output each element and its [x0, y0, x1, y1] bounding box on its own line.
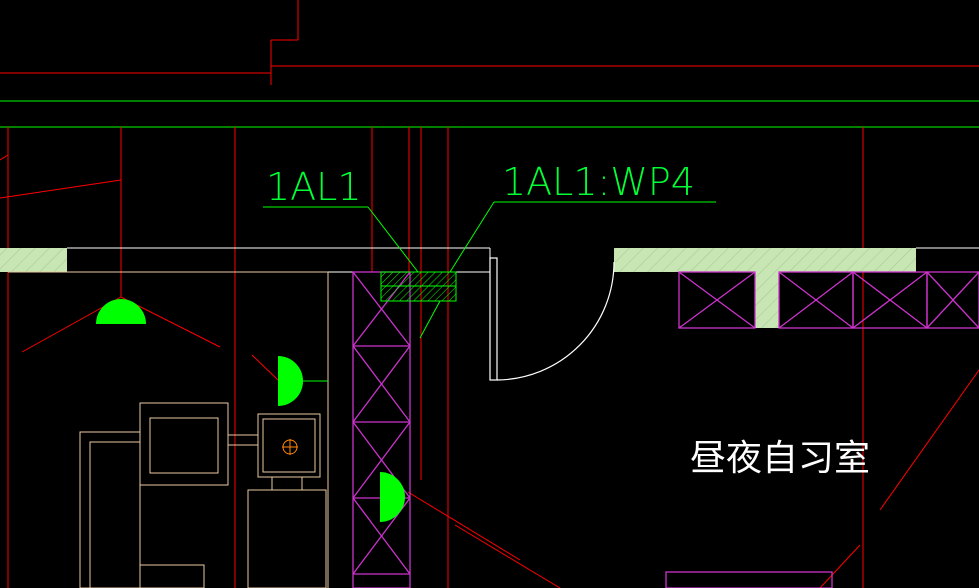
red-wiring-lines	[0, 127, 979, 588]
door-swing-icon	[489, 257, 615, 381]
wall-lamp-icon-2	[380, 472, 405, 522]
distribution-panel-icon	[380, 271, 457, 302]
room-name-label: 昼夜自习室	[690, 438, 870, 479]
top-boundary-lines	[0, 0, 979, 128]
panel-id-label: 1AL1	[266, 165, 362, 209]
magenta-partitions	[352, 271, 979, 588]
annotation-leaders	[263, 201, 716, 339]
room-outlines	[8, 271, 329, 588]
ceiling-lamp-icon	[96, 299, 146, 324]
exhaust-fan-icon	[282, 439, 298, 455]
wall-lamp-icon	[278, 356, 328, 406]
circuit-id-label: 1AL1:WP4	[502, 160, 695, 204]
